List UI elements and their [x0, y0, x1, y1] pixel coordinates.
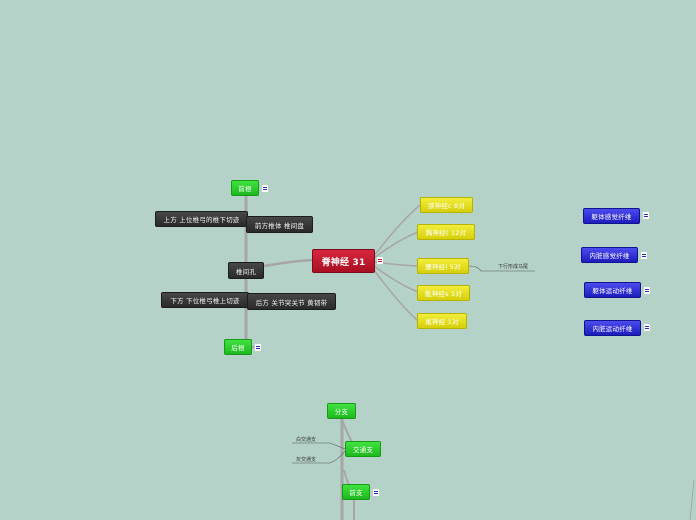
back-root-node[interactable]: 后根 [224, 339, 252, 355]
note-icon[interactable] [644, 287, 650, 294]
note-icon[interactable] [643, 212, 649, 219]
nerve-node[interactable]: 颈神经c 8对 [420, 197, 473, 213]
front-branch-node[interactable]: 前支 [342, 484, 370, 500]
fiber-node[interactable]: 躯体运动纤维 [584, 282, 641, 298]
nerve-node[interactable]: 骶神经s 5对 [417, 285, 470, 301]
branch-node[interactable]: 分支 [327, 403, 356, 419]
fiber-node[interactable]: 躯体感觉纤维 [583, 208, 640, 224]
fiber-node[interactable]: 内脏感觉纤维 [581, 247, 638, 263]
white-communicating-label: 白交通支 [296, 437, 317, 443]
note-icon[interactable] [644, 324, 650, 331]
nerve-node[interactable]: 胸神经t 12对 [417, 224, 475, 240]
anterior-body-node[interactable]: 前方椎体 椎间盘 [246, 216, 313, 233]
note-icon[interactable] [373, 489, 379, 496]
note-icon[interactable] [377, 257, 383, 264]
foramen-node[interactable]: 椎间孔 [228, 262, 264, 279]
note-icon[interactable] [255, 344, 261, 351]
central-node[interactable]: 脊神经 31 [312, 249, 375, 273]
fiber-node[interactable]: 内脏运动纤维 [584, 320, 641, 336]
gray-communicating-label: 灰交通支 [296, 457, 317, 463]
nerve-node[interactable]: 尾神经 1对 [417, 313, 467, 329]
lower-node[interactable]: 下方 下位椎弓椎上切迹 [161, 292, 249, 308]
posterior-node[interactable]: 后方 关节突关节 黄韧带 [247, 293, 336, 310]
upper-node[interactable]: 上方 上位椎弓的椎下切迹 [155, 211, 248, 227]
communicating-node[interactable]: 交通支 [345, 441, 381, 457]
nerve-node[interactable]: 腰神经l 5对 [417, 258, 469, 274]
lumbar-note: 下行形成马尾 [498, 264, 529, 270]
note-icon[interactable] [641, 252, 647, 259]
note-icon[interactable] [262, 185, 268, 192]
front-root-node[interactable]: 前根 [231, 180, 259, 196]
